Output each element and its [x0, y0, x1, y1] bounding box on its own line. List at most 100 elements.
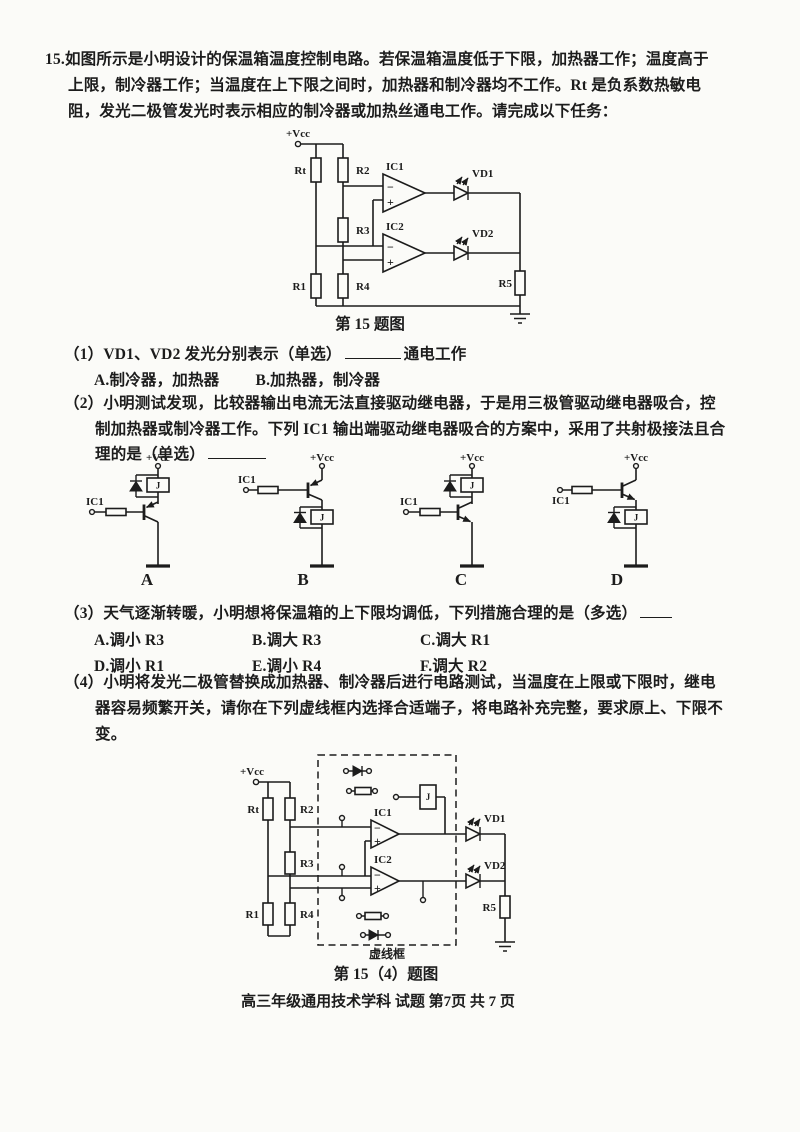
ic2-minus: −: [374, 868, 381, 882]
part3-option-d: D.调小 R1: [94, 658, 165, 675]
ic1-label: IC1: [552, 495, 570, 507]
part3-option-b: B.调大 R3: [252, 632, 322, 649]
transistor: [456, 501, 473, 566]
ic2-label: IC2: [374, 854, 392, 866]
vcc-terminal: +Vcc: [240, 766, 290, 786]
ic1-minus: −: [374, 821, 381, 835]
vcc-label: +Vcc: [460, 452, 484, 464]
input-wires-and-terminals: [268, 814, 371, 902]
option-d-schematic: +Vcc IC1 J: [552, 452, 648, 568]
relay-with-terminal: J: [392, 784, 446, 834]
part3-prompt: （3）天气逐渐转暖，小明想将保温箱的上下限均调低，下列措施合理的是（多选）: [64, 605, 638, 622]
part4-prompt: （4）小明将发光二极管替换成加热器、制冷器后进行电路测试，当温度在上限或下限时，…: [64, 674, 724, 743]
r1-label: R1: [246, 909, 259, 921]
resistor-r3: R3: [337, 186, 370, 260]
base-drive: IC1: [238, 474, 308, 495]
part3-option-c: C.调大 R1: [420, 632, 491, 649]
ic1-plus: +: [387, 195, 394, 209]
figure1-schematic: +Vcc Rt R2 R3 R1 R4: [286, 128, 530, 324]
dashed-selection-box: [317, 754, 457, 946]
part1-options: A.制冷器，加热器 B.加热器，制冷器: [94, 368, 380, 394]
base-drive: IC1: [552, 485, 622, 507]
resistor-r1: R1: [246, 876, 274, 936]
part2-prompt-text: （2）小明测试发现，比较器输出电流无法直接驱动继电器，于是用三极管驱动继电器吸合…: [64, 395, 726, 463]
transistor: [306, 479, 323, 510]
r2-label: R2: [356, 165, 370, 177]
r3-label: R3: [356, 225, 370, 237]
resistor-r2: R2: [284, 782, 314, 827]
figure1-caption: 第 15 题图: [335, 316, 405, 333]
figure2-schematic: +Vcc Rt R2 R3 R1 R4: [240, 754, 515, 961]
r4-label: R4: [356, 281, 370, 293]
r1-label: R1: [293, 281, 306, 293]
part3-option-a: A.调小 R3: [94, 632, 165, 649]
ic1-label: IC1: [374, 807, 392, 819]
question15-stem: 15.如图所示是小明设计的保温箱温度控制电路。若保温箱温度低于下限，加热器工作；…: [45, 51, 709, 120]
vcc-label: +Vcc: [146, 452, 170, 464]
part1-answer-blank: [344, 346, 401, 359]
page-footer: 高三年级通用技术学科 试题 第7页 共 7 页: [241, 994, 515, 1010]
resistor-r4: R4: [284, 888, 314, 936]
ic1-label: IC1: [386, 161, 404, 173]
base-drive: IC1: [86, 496, 144, 517]
vcc-label: +Vcc: [286, 128, 310, 140]
rt-label: Rt: [294, 165, 306, 177]
ic2-minus: −: [387, 240, 394, 254]
resistor-r4: R4: [337, 260, 370, 306]
relay-label: J: [156, 481, 161, 491]
led-vd1: VD1: [465, 813, 505, 843]
r5-label: R5: [483, 902, 497, 914]
r2-label: R2: [300, 804, 314, 816]
r4-label: R4: [300, 909, 314, 921]
part3-option-e: E.调小 R4: [252, 658, 322, 675]
option-a-schematic: +Vcc J IC1: [86, 452, 170, 568]
rt-label: Rt: [247, 804, 259, 816]
vcc-label: +Vcc: [310, 452, 334, 464]
transistor: [620, 479, 637, 510]
opamp-ic1: IC1 − +: [370, 807, 466, 850]
opamp-ic1: IC1 − +: [382, 161, 454, 214]
part2-answer-blank: [207, 446, 266, 459]
resistor-rt: Rt: [247, 782, 274, 876]
vcc-terminal: +Vcc: [286, 128, 343, 148]
relay-label: J: [426, 792, 431, 802]
resistor-r5: R5: [483, 834, 511, 942]
ic1-minus: −: [387, 180, 394, 194]
ground-symbol: [495, 941, 515, 952]
ic1-label: IC1: [86, 496, 104, 508]
led-vd2: VD2: [453, 228, 520, 262]
figure2-caption: 第 15（4）题图: [333, 966, 439, 983]
ic1-plus: +: [374, 834, 381, 848]
dashed-box-label: 虚线框: [369, 946, 405, 961]
part1-prompt-line: （1）VD1、VD2 发光分别表示（单选）通电工作: [64, 342, 466, 368]
relay-with-diode: J: [443, 474, 484, 498]
option-d-letter: D: [610, 570, 624, 589]
vd2-label: VD2: [472, 228, 494, 240]
option-b-letter: B: [297, 570, 309, 589]
ic1-label: IC1: [238, 474, 256, 486]
resistor-r5: R5: [499, 193, 526, 314]
vd1-label: VD1: [484, 813, 505, 825]
relay-label: J: [320, 513, 325, 523]
transistor: [142, 501, 159, 566]
vd2-label: VD2: [484, 860, 506, 872]
relay-with-diode: J: [293, 506, 334, 566]
spare-diode-top: [342, 765, 373, 777]
resistor-r2: R2: [337, 144, 370, 186]
relay-with-diode: J: [129, 474, 170, 498]
resistor-r3: R3: [284, 827, 314, 888]
option-b-schematic: +Vcc IC1 J: [238, 452, 334, 568]
r3-label: R3: [300, 858, 314, 870]
option-c-schematic: +Vcc J IC1: [400, 452, 484, 568]
opamp-ic2: IC2 − +: [370, 854, 466, 904]
option-a-letter: A: [140, 570, 154, 589]
part3-answer-blank: [640, 605, 673, 618]
part3-option-f: F.调大 R2: [420, 658, 488, 675]
relay-with-diode: J: [607, 506, 648, 566]
led-vd1: VD1: [453, 168, 520, 202]
base-drive: IC1: [400, 496, 458, 517]
part1-option-b: B.加热器，制冷器: [255, 372, 381, 389]
vcc-label: +Vcc: [624, 452, 648, 464]
part1-prompt-suffix: 通电工作: [403, 346, 467, 363]
